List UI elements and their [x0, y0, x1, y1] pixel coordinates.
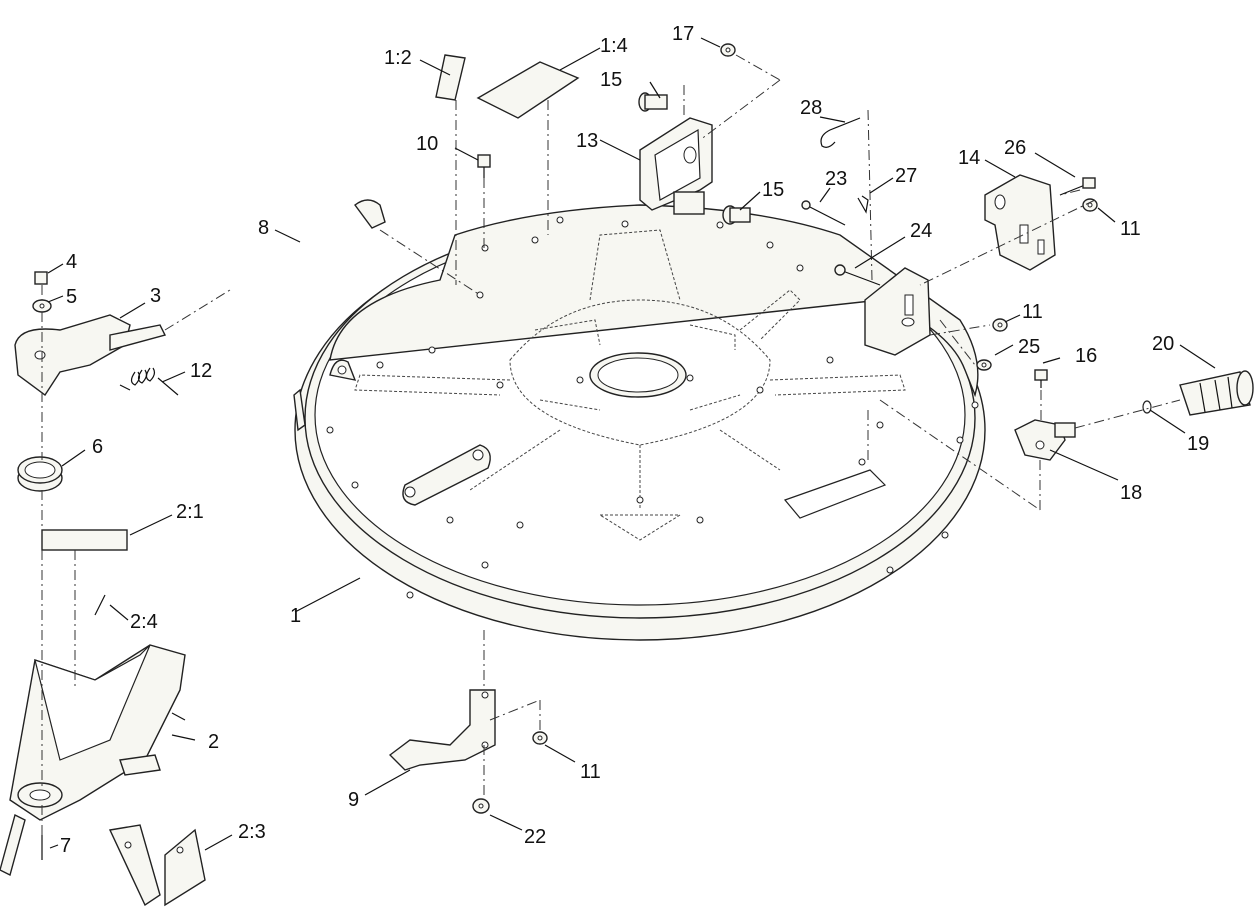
- nut-22: [472, 798, 490, 814]
- callout-1: 1: [290, 605, 301, 627]
- callout-25: 25: [1018, 336, 1040, 358]
- elbow-fitting-18: [1014, 419, 1076, 461]
- callout-8: 8: [258, 217, 269, 239]
- collar-6: [17, 456, 63, 492]
- hook-28: [820, 117, 861, 148]
- screw-2-4: [94, 594, 106, 616]
- callout-1-4: 1:4: [600, 35, 628, 57]
- mower-deck-part: [293, 204, 986, 641]
- callout-4: 4: [66, 251, 77, 273]
- bushing-15-top: [638, 92, 668, 112]
- bracket-14: [984, 174, 1056, 271]
- clevis-pin-24: [834, 264, 881, 286]
- callout-26: 26: [1004, 137, 1026, 159]
- callout-17: 17: [672, 23, 694, 45]
- callout-5: 5: [66, 286, 77, 308]
- callout-3: 3: [150, 285, 161, 307]
- callout-10: 10: [416, 133, 438, 155]
- assembly-lines: [41, 54, 1181, 835]
- callout-11-right: 11: [1120, 218, 1141, 240]
- callout-23: 23: [825, 168, 847, 190]
- callout-6: 6: [92, 436, 103, 458]
- baffle-bracket-9: [388, 689, 496, 771]
- bolt-16: [1034, 369, 1048, 388]
- callout-11-bottom: 11: [580, 761, 601, 783]
- callout-11-middle: 11: [1022, 301, 1043, 323]
- rod-8: [229, 199, 386, 292]
- spring-12: [119, 367, 179, 396]
- leader-lines: [47, 37, 1216, 851]
- callout-27: 27: [895, 165, 917, 187]
- quick-connector-20: [1179, 370, 1254, 416]
- nut-17: [720, 43, 736, 57]
- callout-7: 7: [60, 835, 71, 857]
- nut-11-bottom: [532, 731, 548, 745]
- o-ring-19: [1142, 400, 1152, 414]
- bracket-13: [639, 117, 713, 215]
- callout-22: 22: [524, 826, 546, 848]
- callout-15-right: 15: [762, 179, 784, 201]
- bolt-26: [1059, 177, 1096, 196]
- callout-14: 14: [958, 147, 980, 169]
- nut-4: [34, 271, 48, 285]
- callout-20: 20: [1152, 333, 1174, 355]
- callout-18: 18: [1120, 482, 1142, 504]
- nut-11-middle: [992, 318, 1008, 332]
- callout-12: 12: [190, 360, 212, 382]
- nut-11-right: [1082, 198, 1098, 212]
- callout-2: 2: [208, 731, 219, 753]
- pin-23: [801, 200, 846, 226]
- callout-28: 28: [800, 97, 822, 119]
- callout-1-2: 1:2: [384, 47, 412, 69]
- callout-13: 13: [576, 130, 598, 152]
- callout-19: 19: [1187, 433, 1209, 455]
- callout-2-1: 2:1: [176, 501, 204, 523]
- guard-2-3: [108, 824, 206, 907]
- callout-2-3: 2:3: [238, 821, 266, 843]
- callout-2-4: 2:4: [130, 611, 158, 633]
- bushing-15-right: [722, 205, 751, 225]
- bolt-10: [477, 154, 491, 178]
- callout-16: 16: [1075, 345, 1097, 367]
- decal-1-2: [435, 54, 466, 101]
- washer-25: [976, 359, 992, 371]
- lever-arm-3: [14, 314, 167, 397]
- discharge-chute-2: [0, 644, 186, 877]
- decal-2-1: [41, 529, 128, 551]
- cotter-pin-27: [857, 195, 869, 214]
- decal-1-4: [476, 61, 580, 119]
- callout-15-top: 15: [600, 69, 622, 91]
- callout-24: 24: [910, 220, 932, 242]
- callout-9: 9: [348, 789, 359, 811]
- callout-labels: 1 1:2 1:4 2 2:1 2:3 2:4 3 4 5 6 7 8 9 10…: [60, 23, 1209, 857]
